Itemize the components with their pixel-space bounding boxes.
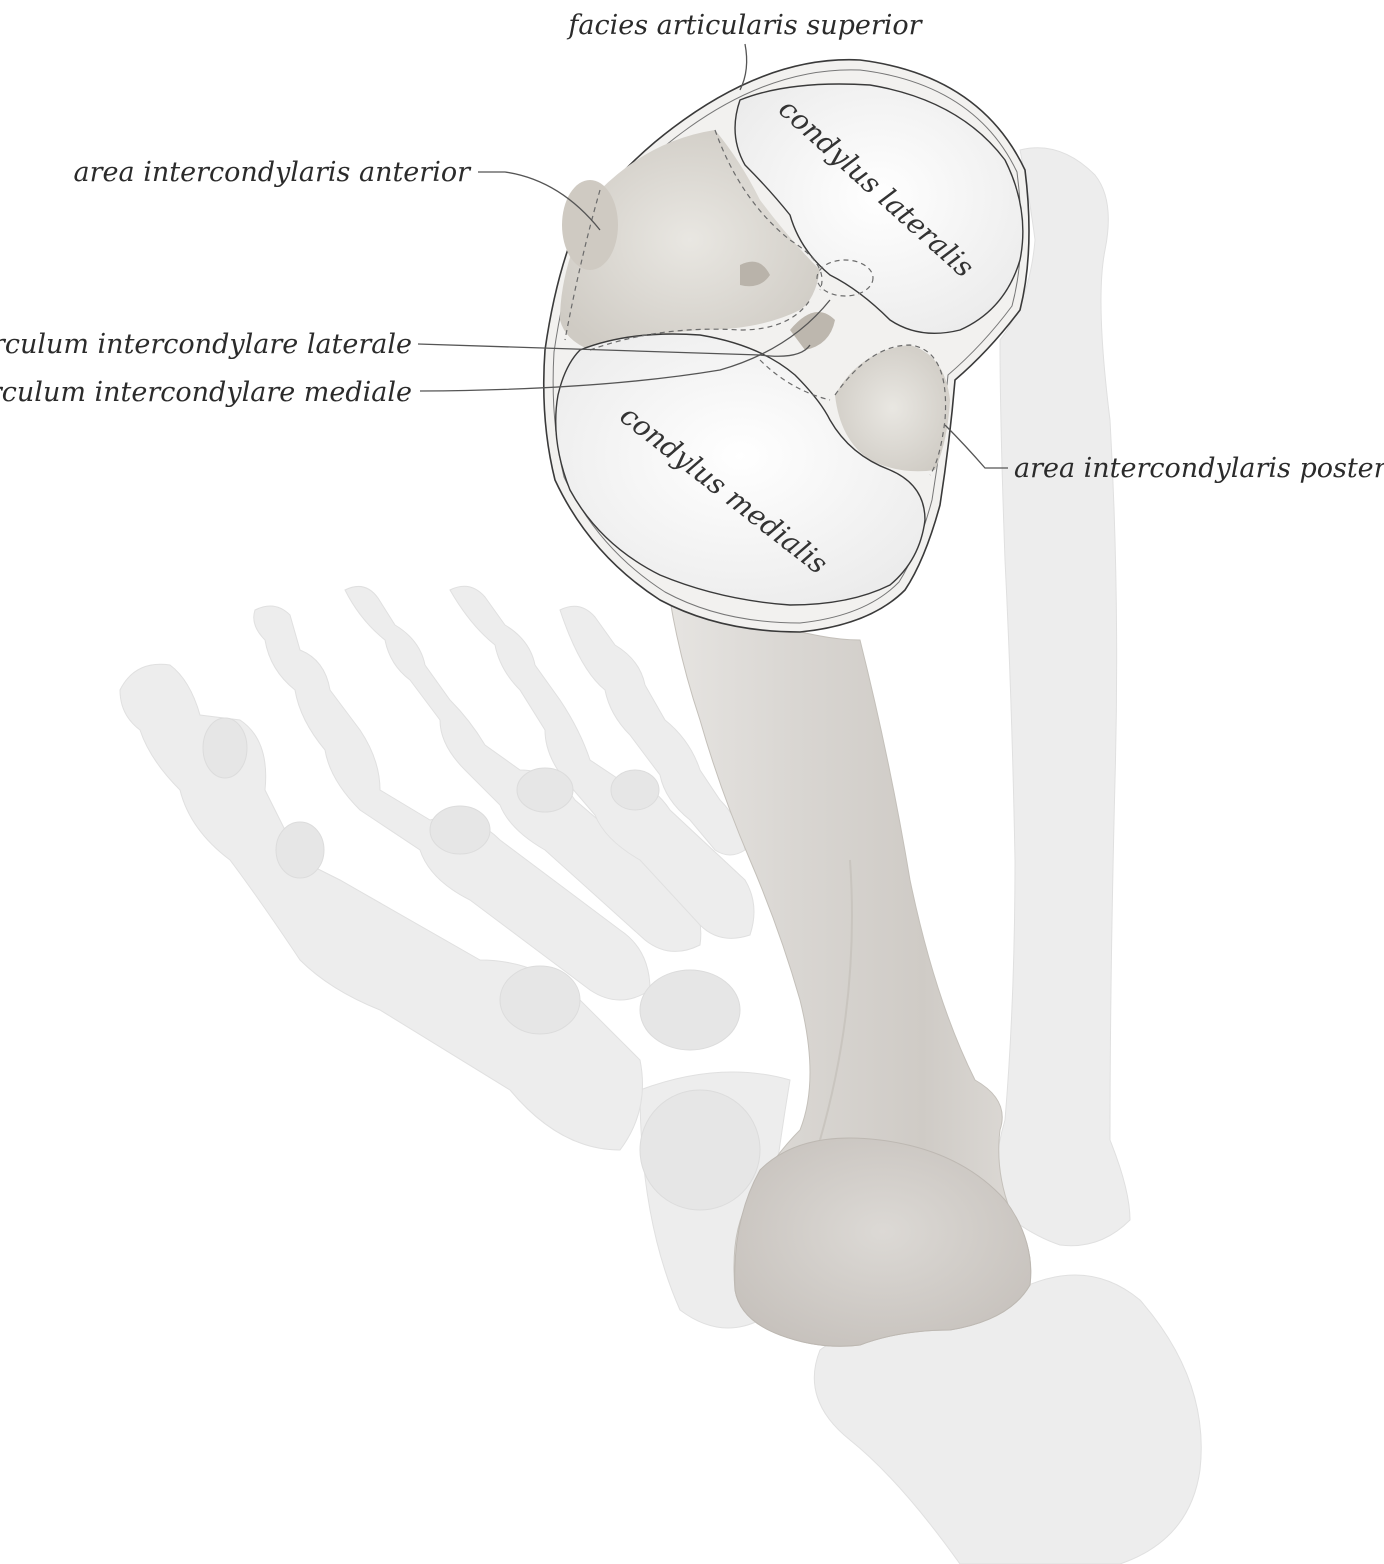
label-area-intercondylaris-anterior: area intercondylaris anterior: [74, 157, 473, 188]
leader-area-intercondylaris-posterior: [945, 425, 1008, 468]
label-tuberculum-intercondylare-mediale: tuberculum intercondylare mediale: [0, 377, 412, 408]
label-tuberculum-intercondylare-laterale: tuberculum intercondylare laterale: [0, 329, 412, 360]
label-facies-articularis-superior: facies articularis superior: [566, 10, 923, 41]
label-area-intercondylaris-posterior: area intercondylaris posterior: [1014, 453, 1384, 484]
